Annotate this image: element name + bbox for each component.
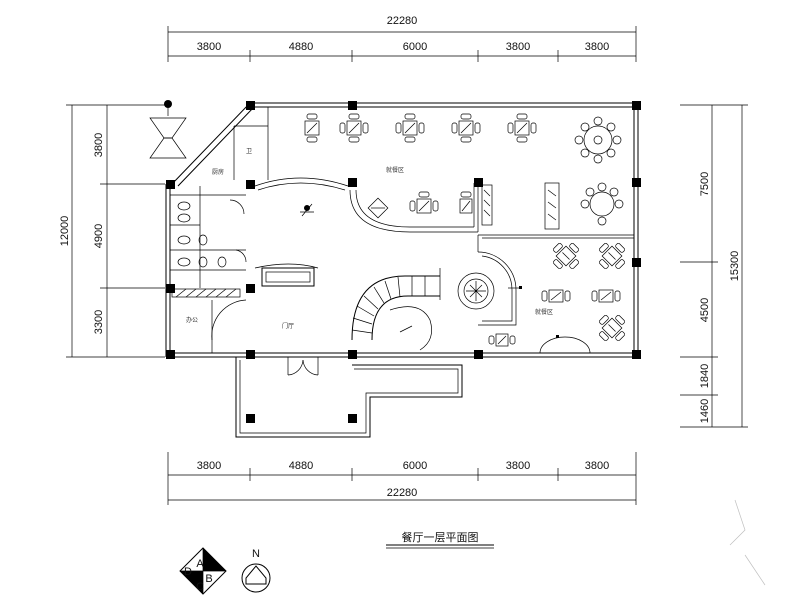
table-4-seat: [409, 191, 439, 214]
planter: [544, 182, 560, 230]
round-table: [574, 116, 622, 164]
table-2-seat: [459, 191, 473, 214]
watermark-marks: [729, 499, 766, 586]
table-4-seat: [395, 113, 425, 143]
reception-desk: [254, 203, 319, 287]
entrance-porch: [235, 357, 463, 438]
service-counter: [539, 336, 591, 354]
index-letter-a: A: [196, 558, 204, 570]
room-label-kitchen: 厨房: [212, 168, 224, 176]
right-dimension-2: 4500: [699, 298, 711, 322]
drawing-title-block: 餐厅一层平面图: [386, 530, 494, 549]
table-4-seat: [451, 113, 481, 143]
dining-tables-middle: [367, 182, 624, 230]
right-dimension-chain: 15300 7500 4500 1840 1460: [680, 104, 748, 428]
bottom-dimension-chain: 3800 4880 6000 3800 3800 22280: [167, 452, 637, 505]
table-4-seat: [553, 243, 579, 269]
table-4-seat: [339, 113, 369, 143]
right-dimension-1: 7500: [699, 172, 711, 196]
top-dimension-2: 4880: [289, 41, 313, 53]
left-dimension-3: 3300: [93, 310, 105, 334]
index-letter-d: D: [184, 566, 192, 578]
table-4-seat: [599, 243, 625, 269]
bottom-total-dimension: 22280: [387, 487, 418, 499]
structural-columns: [166, 101, 641, 423]
right-total-dimension: 15300: [729, 251, 741, 282]
staircase: [351, 268, 441, 351]
top-dimension-5: 3800: [585, 41, 609, 53]
table-4-seat: [599, 315, 625, 341]
top-dimension-1: 3800: [197, 41, 221, 53]
north-label: N: [252, 548, 260, 560]
table-4-seat: [304, 113, 320, 143]
table-2-seat: [541, 289, 571, 303]
left-dimension-chain: 12000 3800 4900 3300: [59, 104, 165, 358]
room-label-office: 办公: [186, 316, 198, 324]
bottom-dimension-4: 3800: [506, 460, 530, 472]
bottom-dimension-2: 4880: [289, 460, 313, 472]
index-letter-b: B: [205, 573, 212, 585]
washroom-fixtures: [177, 199, 247, 268]
top-total-dimension: 22280: [387, 15, 418, 27]
left-dimension-2: 4900: [93, 224, 105, 248]
bottom-dimension-1: 3800: [197, 460, 221, 472]
room-label-dining-b: 就餐区: [535, 308, 553, 316]
left-dimension-1: 3800: [93, 133, 105, 157]
outer-walls: [165, 102, 639, 358]
round-table: [580, 182, 624, 226]
lamp-symbol: [149, 100, 187, 159]
left-total-dimension: 12000: [59, 216, 71, 247]
dining-tables-lower: [488, 243, 625, 354]
round-display-feature: [457, 251, 522, 326]
right-dimension-4: 1460: [699, 399, 711, 423]
room-label-dining-a: 就餐区: [386, 166, 404, 174]
table-2-seat: [591, 289, 621, 303]
table-2-seat: [488, 333, 516, 347]
north-arrow-icon: N: [241, 548, 271, 593]
section-index-symbol: A B C D: [179, 547, 227, 595]
planter: [481, 184, 493, 226]
index-letter-c: C: [196, 581, 204, 593]
interior-partitions: [170, 107, 634, 353]
drawing-title: 餐厅一层平面图: [402, 530, 479, 544]
right-dimension-3: 1840: [699, 364, 711, 388]
table-4-seat: [507, 113, 537, 143]
room-label-hall: 门厅: [282, 322, 294, 330]
bottom-dimension-3: 6000: [403, 460, 427, 472]
dining-tables-upper: [304, 113, 622, 164]
room-labels: 厨房 卫 就餐区 就餐区 门厅 办公: [186, 148, 553, 330]
bottom-dimension-5: 3800: [585, 460, 609, 472]
room-label-toilet: 卫: [246, 148, 252, 155]
top-dimension-chain: 22280 3800 4880 6000 3800 3800: [167, 15, 637, 62]
table-2-seat: [367, 197, 389, 219]
top-dimension-3: 6000: [403, 41, 427, 53]
top-dimension-4: 3800: [506, 41, 530, 53]
